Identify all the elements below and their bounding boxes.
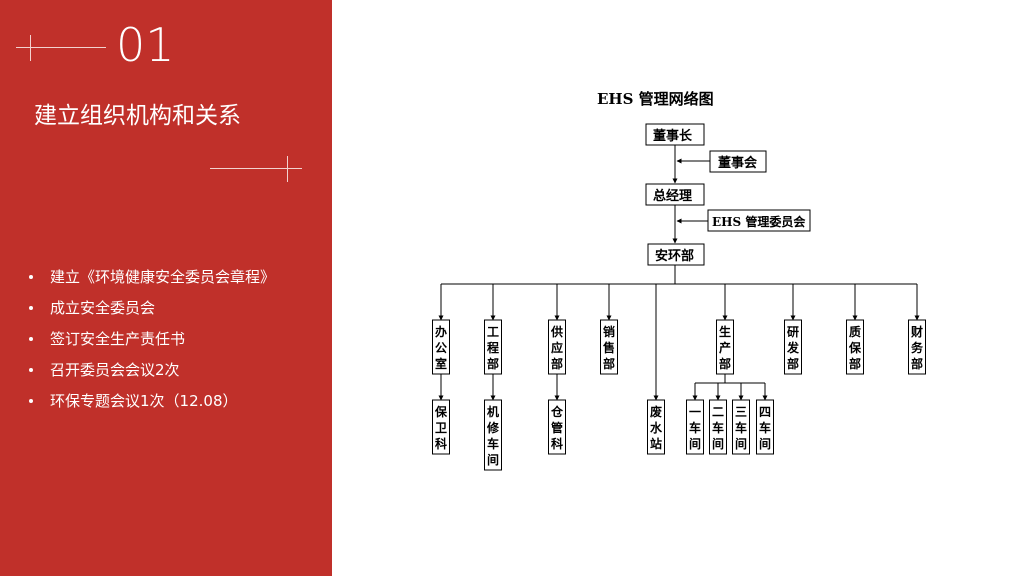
decor-line-bottom <box>210 168 302 169</box>
box-workshop-1 <box>686 399 704 455</box>
diagram-title: EHS 管理网络图 <box>597 90 714 108</box>
ehs-network-diagram: EHS 管理网络图 <box>432 90 926 471</box>
box-supply <box>548 319 566 375</box>
box-workshop-3 <box>732 399 750 455</box>
box-rnd <box>784 319 802 375</box>
left-panel: 01 建立组织机构和关系 建立《环境健康安全委员会章程》 成立安全委员会 签订安… <box>0 0 332 576</box>
box-wastewater-station-label: 废水站 <box>650 404 663 451</box>
box-production <box>716 319 734 375</box>
box-office <box>432 319 450 375</box>
box-supply-label: 供应部 <box>550 324 563 371</box>
bullet-item: 成立安全委员会 <box>28 293 275 324</box>
box-ehs-committee <box>707 209 811 232</box>
bullet-item: 建立《环境健康安全委员会章程》 <box>28 262 275 293</box>
box-security-label: 保卫科 <box>434 404 448 451</box>
box-board <box>709 150 767 173</box>
board-label: 董事会 <box>718 155 758 171</box>
box-finance-label: 财务部 <box>910 324 924 371</box>
box-workshop-2-label: 二车间 <box>712 405 724 451</box>
box-engineering <box>484 319 502 375</box>
box-rnd-label: 研发部 <box>786 325 800 371</box>
box-security <box>432 399 450 455</box>
box-finance <box>908 319 926 375</box>
box-sales-label: 销售部 <box>603 324 615 371</box>
box-general-manager <box>645 183 705 206</box>
box-production-label: 生产部 <box>719 324 731 371</box>
box-warehouse <box>548 399 566 455</box>
box-quality-label: 质保部 <box>848 324 862 371</box>
ehs-committee-label: EHS 管理委员会 <box>712 214 806 229</box>
box-chairman <box>645 123 705 146</box>
box-workshop-3-label: 三车间 <box>735 405 747 451</box>
decor-tick-bottom <box>287 156 288 182</box>
bullet-list: 建立《环境健康安全委员会章程》 成立安全委员会 签订安全生产责任书 召开委员会会… <box>28 262 275 417</box>
chairman-label: 董事长 <box>653 128 693 144</box>
box-office-label: 办公室 <box>435 324 447 371</box>
bullet-item: 召开委员会会议2次 <box>28 355 275 386</box>
bullet-item: 环保专题会议1次（12.08） <box>28 386 275 417</box>
box-maintenance-workshop <box>484 399 502 471</box>
safety-dept-label: 安环部 <box>655 248 694 264</box>
box-workshop-2 <box>709 399 727 455</box>
section-number: 01 <box>116 18 175 72</box>
box-sales <box>600 319 618 375</box>
section-title: 建立组织机构和关系 <box>34 103 241 129</box>
box-quality <box>846 319 864 375</box>
box-workshop-4-label: 四车间 <box>759 405 771 451</box>
box-wastewater-station <box>647 399 665 455</box>
box-engineering-label: 工程部 <box>487 325 499 371</box>
box-workshop-4 <box>756 399 774 455</box>
general-manager-label: 总经理 <box>653 188 692 204</box>
bullet-item: 签订安全生产责任书 <box>28 324 275 355</box>
box-warehouse-label: 仓管科 <box>550 404 564 451</box>
decor-tick-top <box>30 35 31 61</box>
box-safety-dept <box>647 243 705 266</box>
box-workshop-1-label: 一车间 <box>689 405 701 451</box>
box-maintenance-workshop-label: 机修车间 <box>486 404 500 467</box>
decor-line-top <box>16 47 106 48</box>
